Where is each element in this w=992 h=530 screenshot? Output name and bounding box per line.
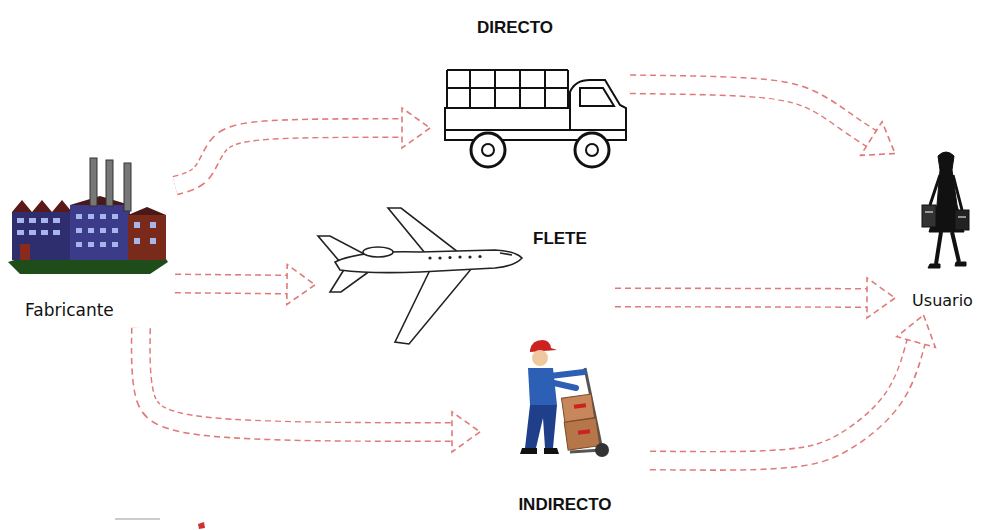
airplane-icon — [318, 208, 522, 344]
arrow-head — [897, 315, 936, 347]
arrow-head — [861, 122, 895, 156]
stray-marks — [115, 519, 205, 529]
node-label: Usuario — [895, 291, 990, 310]
arrow-shaft-inner — [175, 128, 402, 186]
arrow-head — [867, 278, 895, 318]
factory-icon — [8, 158, 168, 274]
arrow-shaft-inner — [650, 342, 916, 461]
arrow-head — [452, 412, 480, 452]
icon-node: INDIRECTO — [480, 335, 650, 525]
block-arrow — [175, 108, 430, 186]
worker-icon — [520, 340, 609, 457]
block-arrow — [630, 84, 895, 155]
arrow-shaft-outline — [175, 284, 287, 285]
icon-node: DIRECTO — [430, 10, 630, 175]
arrow-shaft-inner — [630, 84, 871, 138]
block-arrow — [615, 278, 895, 318]
arrow-shaft-outline — [175, 128, 402, 186]
node-label: Fabricante — [25, 300, 165, 320]
arrow-shaft-inner — [141, 328, 452, 432]
arrow-shaft-outline — [650, 342, 916, 461]
arrow-shaft-outline — [615, 287, 867, 308]
arrow-shaft-inner — [615, 289, 867, 307]
icon-node: Fabricante — [5, 150, 175, 328]
arrow-shaft-outline — [630, 84, 871, 138]
arrow-shaft-outline — [141, 328, 452, 432]
block-arrow — [175, 265, 315, 305]
node-label: FLETE — [533, 229, 613, 249]
arrow-head — [287, 265, 315, 305]
icon-node: Usuario — [895, 145, 990, 315]
arrow-head — [402, 108, 430, 148]
node-label: INDIRECTO — [480, 495, 650, 515]
shopper-icon — [922, 152, 969, 268]
block-arrow — [141, 328, 480, 452]
block-arrow — [650, 315, 935, 461]
node-label: DIRECTO — [430, 18, 600, 38]
truck-icon — [445, 70, 626, 167]
icon-node: FLETE — [315, 205, 615, 345]
arrow-shaft-inner — [175, 284, 287, 285]
